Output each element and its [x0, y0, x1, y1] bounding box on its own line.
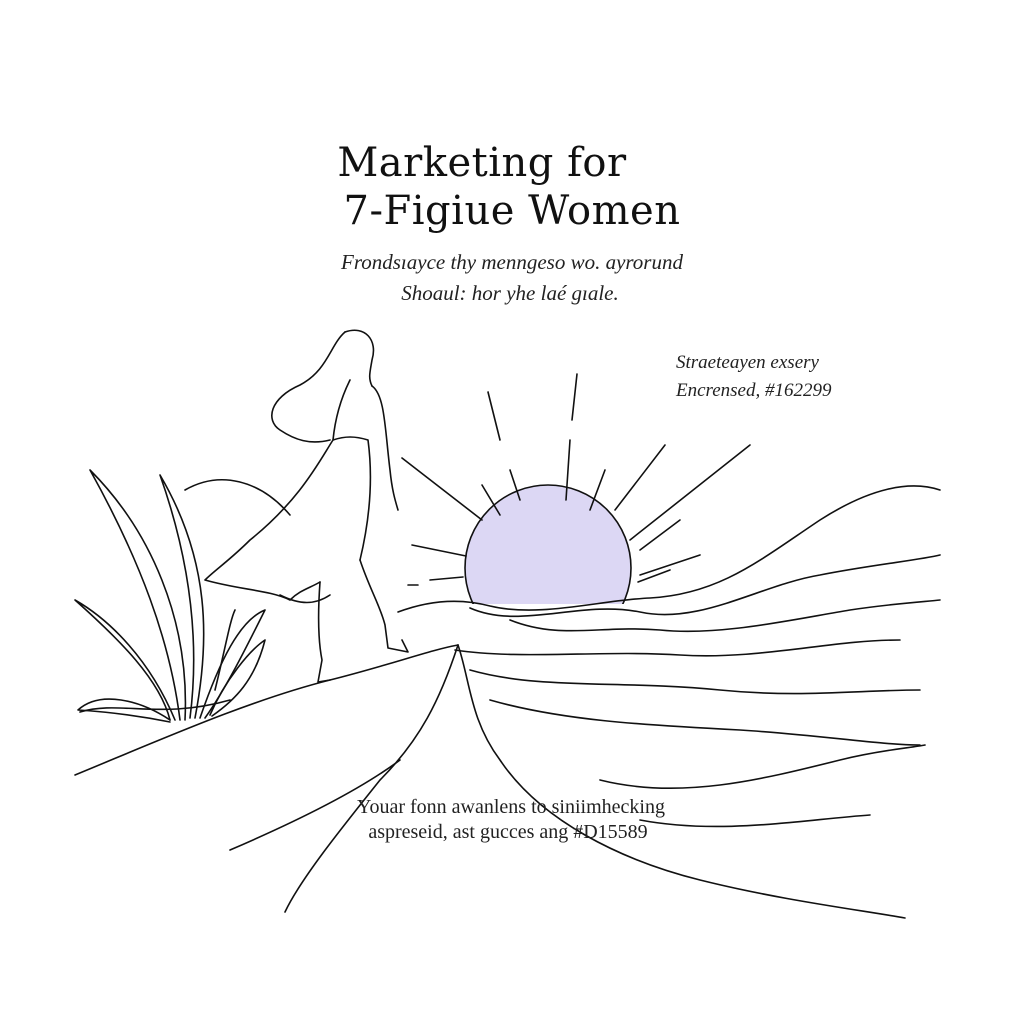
- wavy-hills: [74, 479, 941, 919]
- bottom-text-line-1: Youar fonn awanlens to siniimhecking: [357, 796, 665, 818]
- side-note-line-2: Encrensed, #162299: [676, 380, 832, 401]
- sun-icon: [464, 484, 632, 604]
- bottom-text-line-2: aspreseid, ast gucces ang #D15589: [368, 821, 648, 843]
- woman-figure: [204, 329, 409, 683]
- poster-title-line-2: 7-Figiue Women: [343, 188, 681, 234]
- poster-title-line-1: Marketing for: [337, 140, 627, 186]
- subtitle-line-2: Shoaul: hor yhe laé gıale.: [401, 281, 619, 305]
- sun-rays: [401, 373, 751, 586]
- subtitle-line-1: Frondsıayce thy menngeso wo. ayrorund: [341, 250, 683, 274]
- plant-icon: [74, 469, 266, 723]
- side-note-line-1: Straeteayen exsery: [676, 352, 819, 373]
